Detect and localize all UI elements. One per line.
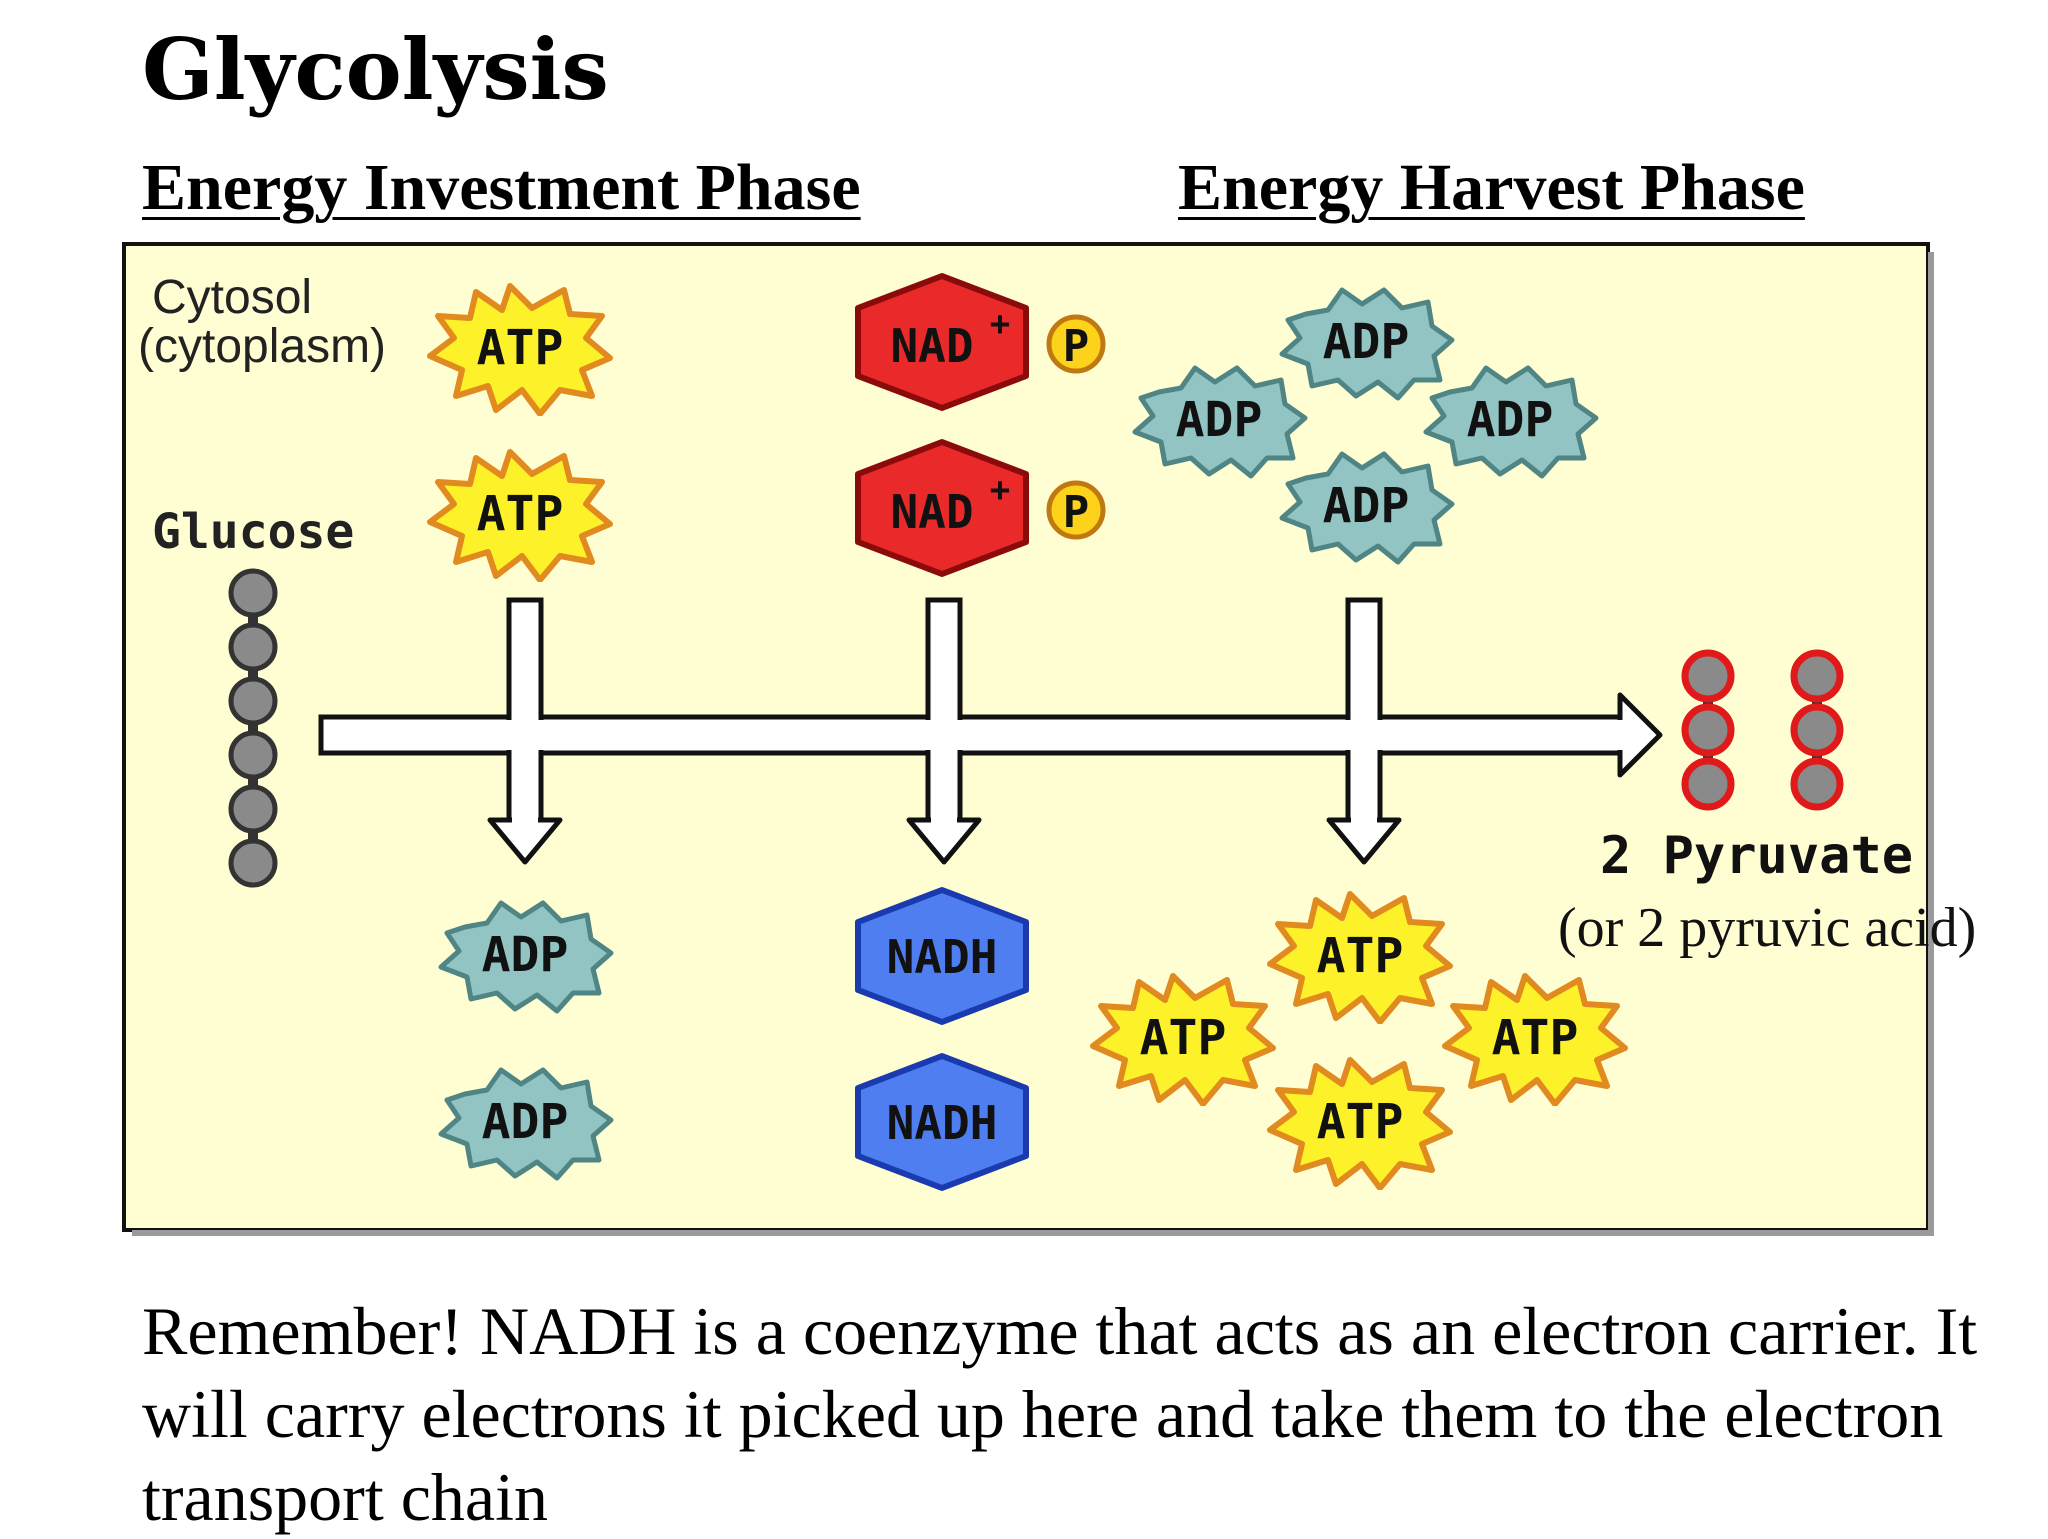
adp-molecule: ADP (1426, 368, 1596, 476)
adp-label: ADP (1323, 314, 1410, 370)
adp-label: ADP (482, 1094, 569, 1150)
page-title: Glycolysis (142, 20, 609, 119)
phosphate-molecule: P (1046, 314, 1106, 374)
atp-molecule: ATP (1270, 894, 1450, 1022)
nad-label: NAD (890, 485, 973, 539)
glucose-chain (228, 568, 278, 888)
investment-arrow-fill (512, 603, 538, 823)
glucose-carbon (228, 730, 278, 780)
pyruvate-carbon (1790, 757, 1844, 811)
phosphate-label: P (1063, 487, 1090, 538)
pyruvate-molecule (1681, 649, 1735, 811)
pyruvate-molecule (1790, 649, 1844, 811)
atp-label: ATP (1492, 1010, 1579, 1066)
energy-harvest-phase-heading: Energy Harvest Phase (1178, 151, 1805, 224)
cytoplasm-label: (cytoplasm) (138, 320, 386, 373)
adp-label: ADP (1323, 478, 1410, 534)
glucose-carbon (228, 568, 278, 618)
adp-molecule: ADP (1282, 454, 1452, 562)
glucose-carbon (228, 784, 278, 834)
nadh-label: NADH (887, 1096, 998, 1150)
main-arrow-fill (324, 720, 1624, 750)
nad-plus-sign: + (990, 470, 1010, 510)
adp-label: ADP (1467, 392, 1554, 448)
energy-investment-phase-heading: Energy Investment Phase (142, 151, 861, 224)
pyruvate-label: 2 Pyruvate (1600, 826, 1913, 886)
nad-arrow-fill (931, 603, 957, 823)
adp-molecule: ADP (441, 1070, 611, 1178)
adp-molecule: ADP (1135, 368, 1305, 476)
adp-molecule: ADP (441, 903, 611, 1011)
phosphate-label: P (1063, 321, 1090, 372)
atp-label: ATP (1317, 1094, 1404, 1150)
pyruvate-carbon (1790, 649, 1844, 703)
nad-plus-molecule: NAD + (858, 276, 1026, 408)
phosphate-circle (1046, 314, 1106, 374)
atp-molecule: ATP (1093, 976, 1273, 1104)
panel-shadow-bottom (132, 1230, 1934, 1236)
nad-plus-molecule: NAD + (858, 442, 1026, 574)
atp-molecule: ATP (430, 286, 610, 414)
harvest-arrow-fill (1351, 603, 1377, 823)
atp-molecule: ATP (1445, 976, 1625, 1104)
nadh-molecule: NADH (858, 1056, 1026, 1188)
nadh-label: NADH (887, 930, 998, 984)
pyruvate-carbon (1681, 757, 1735, 811)
pyruvate-carbon (1790, 703, 1844, 757)
atp-label: ATP (477, 486, 564, 542)
nad-label: NAD (890, 319, 973, 373)
adp-label: ADP (1176, 392, 1263, 448)
atp-label: ATP (1317, 928, 1404, 984)
atp-molecule: ATP (430, 452, 610, 580)
atp-label: ATP (477, 320, 564, 376)
glucose-carbon (228, 622, 278, 672)
panel-shadow (1928, 252, 1934, 1236)
glucose-carbon (228, 838, 278, 888)
adp-molecule: ADP (1282, 290, 1452, 398)
reaction-arrows (318, 597, 1663, 865)
adp-label: ADP (482, 927, 569, 983)
nad-plus-sign: + (990, 304, 1010, 344)
glucose-label: Glucose (152, 504, 354, 560)
atp-label: ATP (1140, 1010, 1227, 1066)
atp-molecule: ATP (1270, 1060, 1450, 1188)
nadh-reminder-note: Remember! NADH is a coenzyme that acts a… (142, 1293, 1978, 1535)
nadh-molecule: NADH (858, 890, 1026, 1022)
pyruvate-carbon (1681, 649, 1735, 703)
pyruvic-acid-label: (or 2 pyruvic acid) (1558, 897, 1976, 959)
phosphate-circle (1046, 480, 1106, 540)
pyruvate-carbon (1681, 703, 1735, 757)
cytosol-label: Cytosol (152, 271, 312, 324)
glucose-carbon (228, 676, 278, 726)
phosphate-molecule: P (1046, 480, 1106, 540)
